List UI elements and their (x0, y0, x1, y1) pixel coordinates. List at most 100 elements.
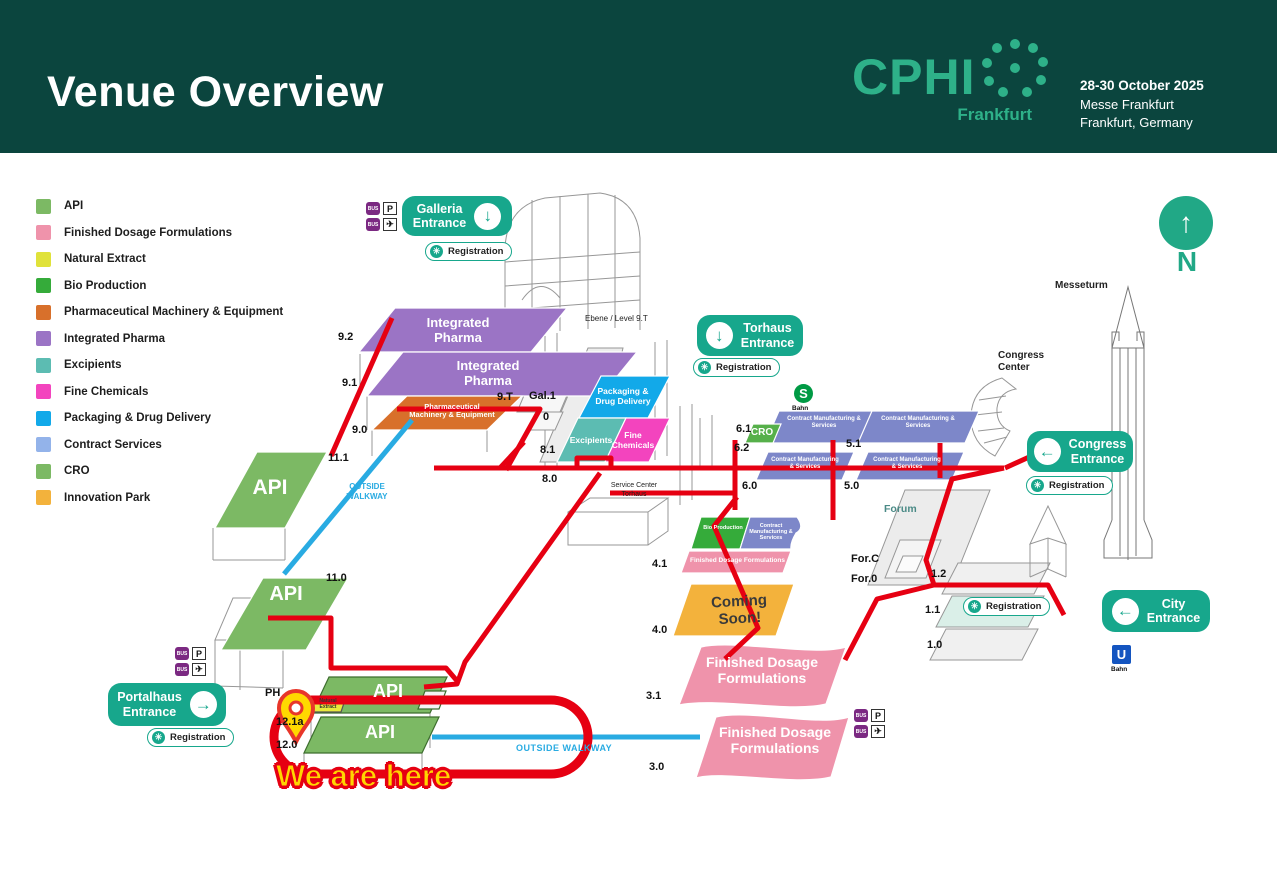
bus-icon: BUS (366, 202, 380, 215)
legend-swatch (36, 225, 51, 240)
legend-item: API (36, 198, 283, 214)
parking-icon: P (192, 647, 206, 660)
legend-item: Natural Extract (36, 251, 283, 267)
hall-number-5-1: 5.1 (846, 438, 862, 450)
parking-icon: P (383, 202, 397, 215)
hall-number-1-1: 1.1 (925, 604, 941, 616)
hall-number-12-1a: 12.1a (276, 716, 304, 728)
airport-shuttle-icon: ✈ (383, 218, 397, 231)
outside-walkway-label-diagonal: OUTSIDE WALKWAY (346, 482, 388, 501)
arrow-down-icon: ↓ (474, 202, 502, 230)
registration-badge-congress: ✳ Registration (1026, 476, 1114, 495)
forum-label: Forum (884, 503, 917, 515)
hall-label-fdf-30: Finished Dosage Formulations (718, 724, 832, 756)
hall-number-11-0: 11.0 (326, 572, 347, 584)
legend-item: Bio Production (36, 278, 283, 294)
legend-swatch (36, 490, 51, 505)
bus-icon: BUS (175, 663, 189, 676)
hall-number-8-0: 8.0 (542, 473, 558, 485)
hall-label-cms-61: Contract Manufacturing & Services (787, 416, 861, 429)
cphi-logo-city: Frankfurt (957, 105, 1032, 124)
hall-label-integrated-pharma-91: Integrated Pharma (456, 358, 520, 388)
event-venue: Messe Frankfurt (1080, 96, 1174, 112)
legend-swatch (36, 384, 51, 399)
hall-number-5-0: 5.0 (844, 480, 860, 492)
event-details: 28-30 October 2025 Messe Frankfurt Frank… (1080, 76, 1204, 133)
hall-number-3-0: 3.0 (649, 761, 665, 773)
legend-swatch (36, 410, 51, 426)
registration-icon: ✳ (968, 600, 981, 613)
legend-item: Excipients (36, 357, 283, 373)
hall-label-api-110: API (269, 583, 303, 605)
hall-label-cms-50: Contract Manufacturing & Services (873, 457, 941, 470)
registration-icon: ✳ (1031, 479, 1044, 492)
hall-number-9-1: 9.1 (342, 377, 358, 389)
airport-shuttle-icon: ✈ (871, 725, 885, 738)
registration-badge-hall1: ✳ Registration (963, 597, 1051, 616)
hall-number-0: 0 (543, 411, 550, 423)
hall-number-gal-1: Gal.1 (529, 390, 556, 402)
bus-icon: BUS (366, 218, 380, 231)
event-dates: 28-30 October 2025 (1080, 78, 1204, 93)
hall-number-11-1: 11.1 (328, 452, 349, 464)
airport-shuttle-icon: ✈ (192, 663, 206, 676)
legend-item: Finished Dosage Formulations (36, 225, 283, 241)
legend-item: CRO (36, 463, 283, 479)
event-location: Frankfurt, Germany (1080, 115, 1193, 131)
bus-icon: BUS (854, 725, 868, 738)
compass-north-icon: ↑ (1159, 196, 1213, 250)
legend-swatch (36, 198, 51, 214)
legend-item: Fine Chemicals (36, 384, 283, 400)
service-center-label: Service Center Torhaus (610, 482, 658, 498)
legend-item: Innovation Park (36, 490, 283, 506)
hall-number-9-2: 9.2 (338, 331, 354, 343)
hall-label-fine-chemicals: Fine Chemicals (611, 430, 655, 450)
bus-icon: BUS (854, 709, 868, 722)
hall-number-for-0: For.0 (851, 573, 878, 585)
hall-label-natural-extract: Natural Extract (319, 698, 337, 710)
hall-number-ph: PH (265, 687, 281, 699)
legend-item: Packaging & Drug Delivery (36, 410, 283, 426)
hall-label-fdf-31: Finished Dosage Formulations (705, 654, 819, 686)
outside-walkway-route (282, 418, 700, 740)
level-label: Ebene / Level 9.T (585, 314, 648, 323)
legend-item: Integrated Pharma (36, 331, 283, 347)
legend-item: Contract Services (36, 437, 283, 453)
compass-north-label: N (1176, 246, 1198, 277)
arrow-right-icon: → (189, 691, 217, 718)
hall-number-8-1: 8.1 (540, 444, 556, 456)
hall-number-9-t: 9.T (497, 391, 513, 403)
header-band: Venue Overview CPHI Frankfurt 28-30 Octo… (0, 0, 1277, 153)
hall-number-6-2: 6.2 (734, 442, 750, 454)
messeturm-label: Messeturm (1055, 280, 1108, 291)
hall-label-fdf-41: Finished Dosage Formulations (690, 557, 785, 564)
registration-badge-torhaus: ✳ Registration (693, 358, 781, 377)
registration-icon: ✳ (698, 361, 711, 374)
hall-label-cro: CRO (750, 427, 774, 438)
hall-label-pharma-machinery: Pharmaceutical Machinery & Equipment (409, 402, 495, 420)
arrow-left-icon: ← (1033, 438, 1061, 465)
legend-item: Pharmaceutical Machinery & Equipment (36, 304, 283, 320)
congress-center-label: Congress Center (998, 350, 1045, 373)
we-are-here-circle (269, 695, 593, 779)
outside-walkway-label-bottom: OUTSIDE WALKWAY (516, 743, 613, 753)
hall-number-9-0: 9.0 (352, 424, 368, 436)
we-are-here-label: We are here (275, 758, 452, 794)
hall-number-for-c: For.C (851, 553, 880, 565)
cphi-logo-burst-icon (982, 39, 1048, 97)
hall-label-packaging: Packaging & Drug Delivery (595, 386, 651, 406)
hall-number-1-0: 1.0 (927, 639, 943, 651)
registration-icon: ✳ (152, 731, 165, 744)
hall-label-api-121a: API (372, 681, 403, 701)
arrow-up-icon: ↑ (1179, 207, 1193, 238)
legend-swatch (36, 463, 51, 479)
arrow-left-icon: ← (1111, 597, 1139, 625)
